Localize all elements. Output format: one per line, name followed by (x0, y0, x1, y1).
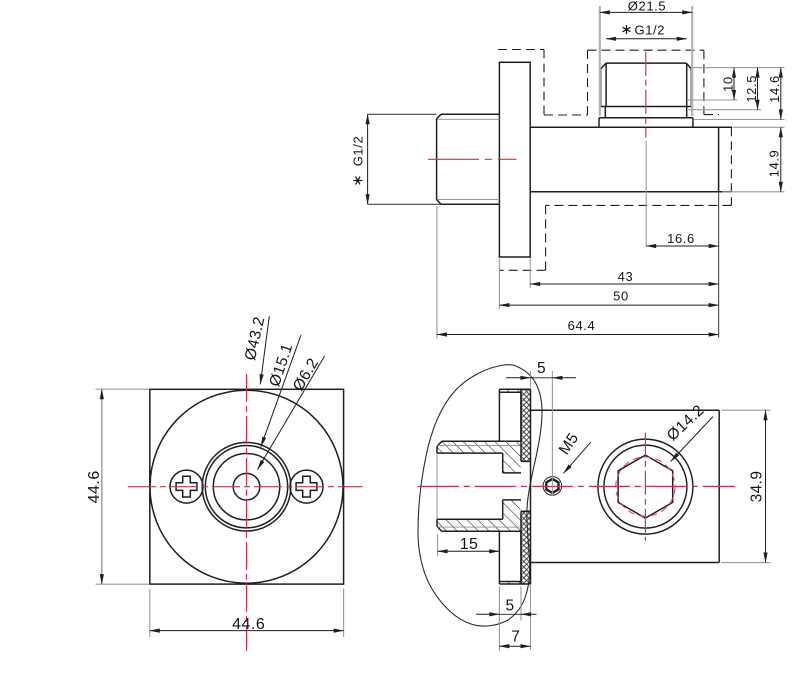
svg-text:34.9: 34.9 (749, 471, 766, 503)
svg-text:44.6: 44.6 (232, 616, 265, 633)
svg-text:12.5: 12.5 (744, 75, 759, 103)
svg-text:14.6: 14.6 (767, 75, 782, 103)
svg-text:16.6: 16.6 (667, 231, 695, 246)
svg-text:15: 15 (460, 536, 479, 553)
svg-text:Ø21.5: Ø21.5 (628, 0, 666, 13)
svg-text:64.4: 64.4 (568, 318, 596, 333)
svg-text:5: 5 (505, 598, 514, 615)
svg-text:5: 5 (537, 360, 546, 377)
svg-text:G1/2: G1/2 (635, 23, 666, 38)
svg-text:14.9: 14.9 (767, 150, 782, 178)
svg-text:50: 50 (613, 289, 629, 304)
svg-text:44.6: 44.6 (86, 470, 103, 503)
svg-text:G1/2: G1/2 (350, 136, 365, 167)
svg-text:10: 10 (721, 76, 736, 92)
svg-text:7: 7 (511, 629, 520, 646)
svg-text:43: 43 (618, 269, 634, 284)
